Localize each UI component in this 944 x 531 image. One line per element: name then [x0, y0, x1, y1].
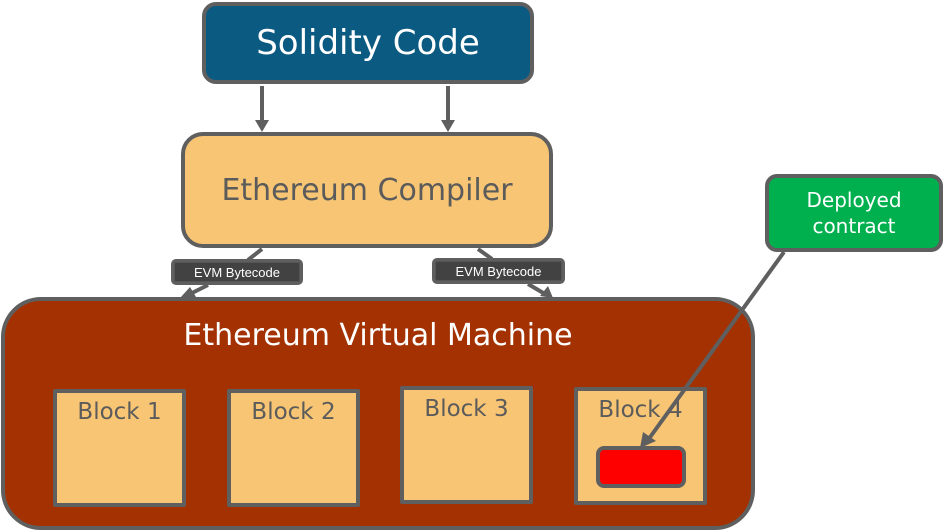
solidity-code-label: Solidity Code [256, 23, 480, 63]
evm-bytecode-label-left: EVM Bytecode [171, 259, 303, 285]
callout-line-2: contract [812, 214, 896, 238]
evm-title: Ethereum Virtual Machine [183, 318, 573, 353]
ethereum-compiler-label: Ethereum Compiler [221, 172, 513, 208]
block-label: Block 4 [598, 397, 683, 423]
arrowhead-solidity-right [441, 120, 455, 132]
evm-bytecode-label-right: EVM Bytecode [432, 258, 565, 284]
solidity-code-box: Solidity Code [202, 2, 534, 84]
connector-bytecode-right-to-evm [526, 282, 547, 296]
evm-bytecode-text: EVM Bytecode [194, 264, 280, 280]
deployed-contract-marker [596, 446, 686, 488]
arrowhead-solidity-left [255, 120, 269, 132]
block-2: Block 2 [227, 389, 360, 507]
ethereum-compiler-box: Ethereum Compiler [181, 132, 553, 248]
evm-bytecode-text: EVM Bytecode [455, 263, 542, 279]
block-label: Block 1 [77, 399, 162, 425]
deployed-contract-callout: Deployed contract [765, 174, 943, 252]
block-label: Block 3 [424, 396, 509, 422]
block-1: Block 1 [53, 389, 186, 507]
block-3: Block 3 [400, 386, 533, 504]
connector-bytecode-left-to-evm [189, 283, 209, 296]
block-label: Block 2 [251, 399, 336, 425]
callout-line-1: Deployed [806, 188, 902, 212]
